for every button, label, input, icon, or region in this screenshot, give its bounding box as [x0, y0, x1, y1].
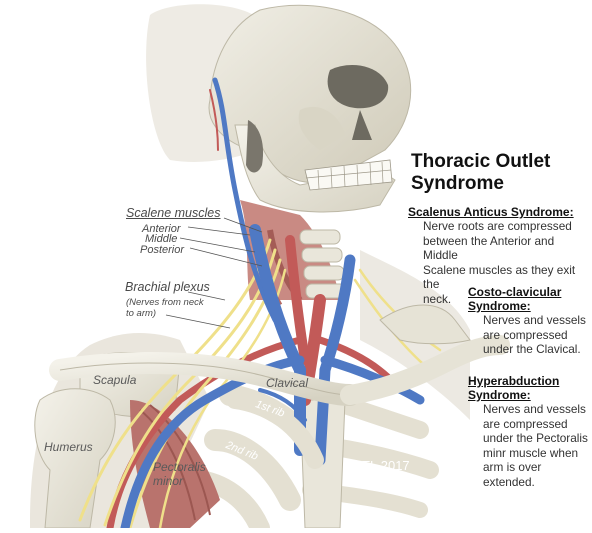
- hyper-line-4: minr muscle when: [483, 445, 579, 460]
- label-pectoralis-2: minor: [153, 474, 184, 488]
- scalenus-line-1: Nerve roots are compressed: [423, 219, 572, 233]
- skull: [208, 4, 412, 213]
- label-posterior: Posterior: [140, 244, 185, 256]
- label-pectoralis-1: Pectoralis: [153, 460, 206, 474]
- right-clavicle: [340, 335, 510, 405]
- label-middle: Middle: [145, 233, 178, 245]
- section-scalenus-heading: Scalenus Anticus Syndrome:: [408, 205, 574, 219]
- label-scalene-muscles: Scalene muscles: [126, 206, 221, 220]
- scalenus-line-2: between the Anterior and Middle: [423, 233, 555, 263]
- scalenus-line-3: Scalene muscles as they exit the: [423, 262, 576, 292]
- label-scapula: Scapula: [93, 373, 137, 387]
- hyper-line-3: under the Pectoralis: [483, 431, 588, 445]
- label-brachial-plexus: Brachial plexus: [125, 280, 210, 294]
- scalenus-line-4: neck.: [423, 291, 452, 306]
- acromion: [379, 304, 471, 345]
- section-scalenus-text: Nerve roots are compressed between the A…: [423, 219, 592, 306]
- diagram-title: Thoracic Outlet Syndrome: [411, 151, 550, 195]
- first-rib: [226, 391, 324, 469]
- left-clavicle-outline: [59, 362, 351, 396]
- hyper-heading-line-2: Syndrome:: [468, 388, 531, 402]
- hyper-line-1: Nerves and vessels: [483, 402, 586, 416]
- costo-line-2: are compressed: [483, 327, 568, 342]
- label-brachial-sub-2: to arm): [126, 308, 157, 319]
- humerus: [34, 388, 116, 529]
- label-brachial-sub-1: (Nerves from neck: [126, 297, 204, 308]
- section-costoclavicular-text: Nerves and vessels are compressed under …: [483, 313, 586, 357]
- label-clavical: Clavical: [266, 376, 309, 390]
- title-line-2: Syndrome: [411, 173, 504, 194]
- costo-line-1: Nerves and vessels: [483, 313, 586, 327]
- costo-heading-line-2: Syndrome:: [468, 299, 531, 313]
- section-hyperabduction-heading: Hyperabduction Syndrome:: [468, 374, 559, 402]
- cervical-spine: [299, 229, 347, 299]
- costo-line-3: under the Clavical.: [483, 342, 581, 356]
- costo-heading-line-1: Costo-clavicular: [468, 285, 562, 299]
- leader-lines: [165, 217, 263, 329]
- title-line-1: Thoracic Outlet: [411, 151, 551, 172]
- label-humerus: Humerus: [44, 440, 93, 454]
- section-hyperabduction-text: Nerves and vessels are compressed under …: [483, 402, 592, 489]
- hyper-line-2: are compressed: [483, 416, 568, 431]
- hyper-heading-line-1: Hyperabduction: [468, 374, 560, 388]
- hyper-line-5: arm is over extended.: [483, 460, 542, 489]
- section-costoclavicular-heading: Costo-clavicular Syndrome:: [468, 285, 561, 313]
- copyright-notice: ©NTI, 2017: [343, 458, 410, 473]
- label-anterior: Anterior: [142, 223, 181, 235]
